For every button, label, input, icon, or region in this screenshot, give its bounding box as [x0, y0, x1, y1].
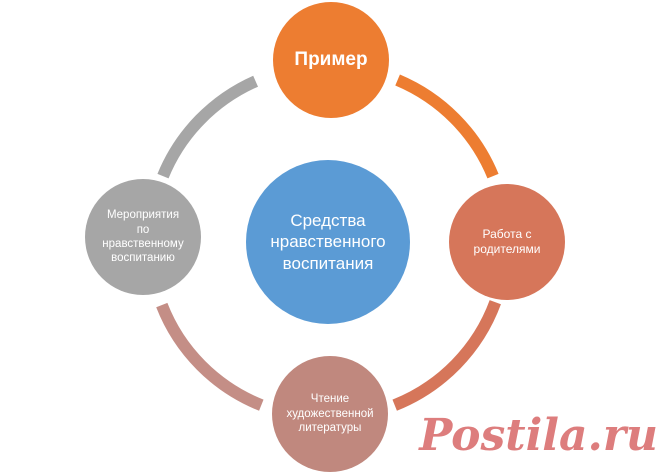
- center-node-circle: [246, 160, 410, 324]
- node-circle-literature: [272, 356, 388, 472]
- arc-bottom-to-left: [156, 302, 264, 411]
- node-circle-events: [85, 179, 201, 295]
- node-label-parents: Работа с родителями: [473, 227, 541, 256]
- node-circle-parents: [449, 184, 565, 300]
- node-label-events: Мероприятия по нравственному воспитанию: [102, 209, 184, 265]
- node-label-literature: Чтение художественной литературы: [286, 393, 374, 435]
- node-label-primer: Пример: [294, 49, 368, 71]
- arc-left-to-top: [157, 75, 259, 179]
- center-node-label: Средства нравственного воспитания: [270, 211, 386, 273]
- arc-right-to-bottom: [392, 300, 501, 411]
- arc-top-to-right: [395, 74, 499, 179]
- node-circle-primer: [273, 2, 389, 118]
- watermark-logo: Postila.ru: [419, 409, 658, 461]
